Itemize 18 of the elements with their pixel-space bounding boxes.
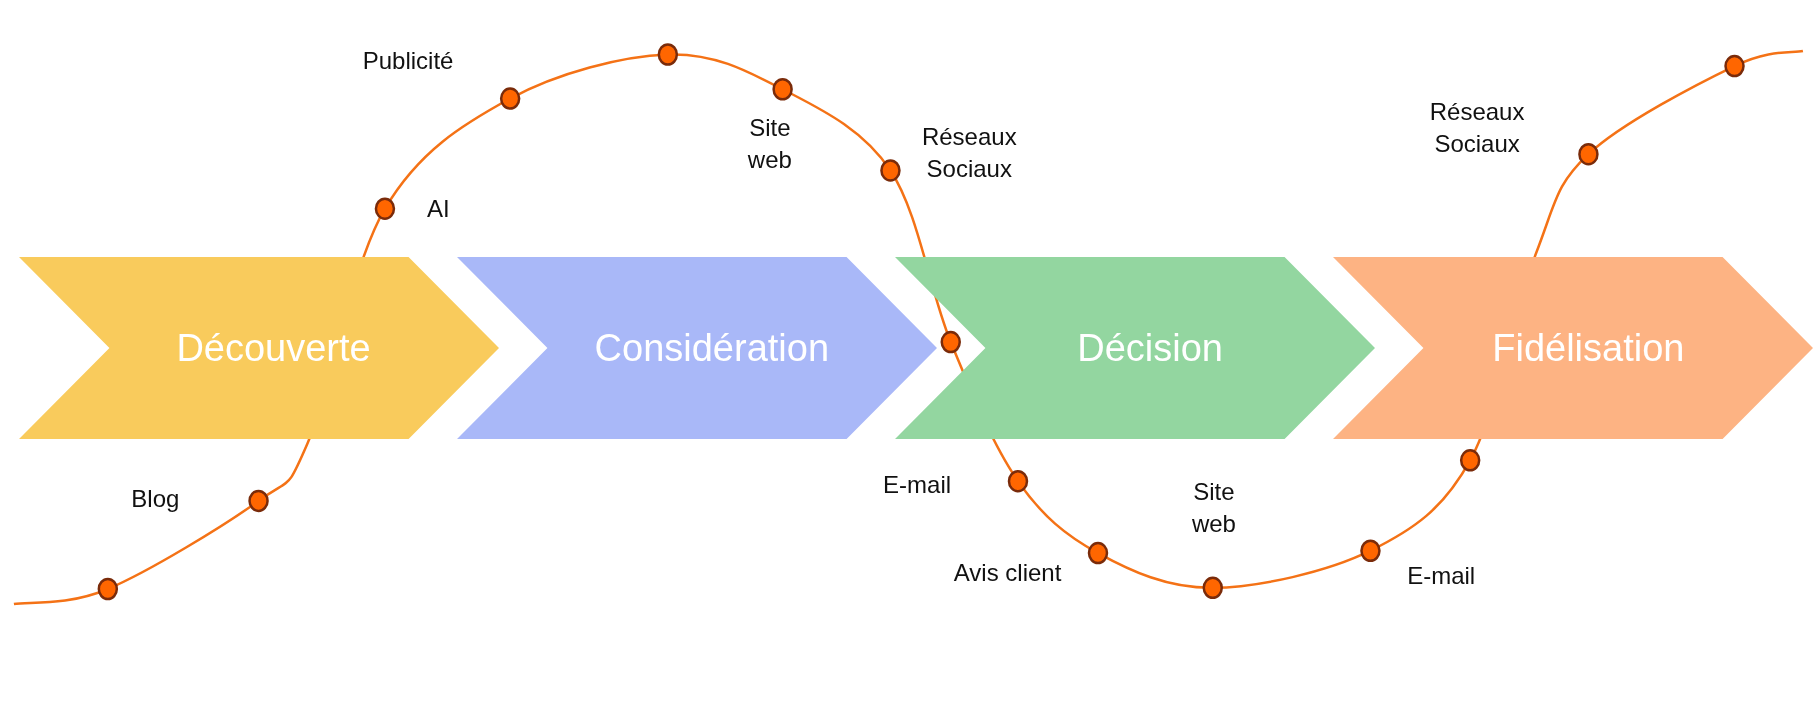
stage-banner <box>895 257 1376 440</box>
channel-label: Avis client <box>952 557 1063 588</box>
channel-label: E-mail <box>1406 561 1477 592</box>
stage-banner <box>18 257 499 440</box>
channel-label: Site web <box>746 112 793 175</box>
stage-label: Considération <box>593 325 830 371</box>
channel-label: Publicité <box>361 46 455 77</box>
channel-label: Réseaux Sociaux <box>1428 96 1526 159</box>
stage-label: Fidélisation <box>1491 325 1685 371</box>
channel-label: Réseaux Sociaux <box>920 122 1018 185</box>
stage-label: Décision <box>1076 325 1223 371</box>
stage-label: Découverte <box>175 325 371 371</box>
channel-label: Blog <box>130 483 181 514</box>
channel-label: E-mail <box>882 469 953 500</box>
channel-label: Site web <box>1190 476 1237 539</box>
channel-label: AI <box>425 193 451 224</box>
stage-banner <box>456 257 937 440</box>
stage-banner <box>1333 257 1814 440</box>
